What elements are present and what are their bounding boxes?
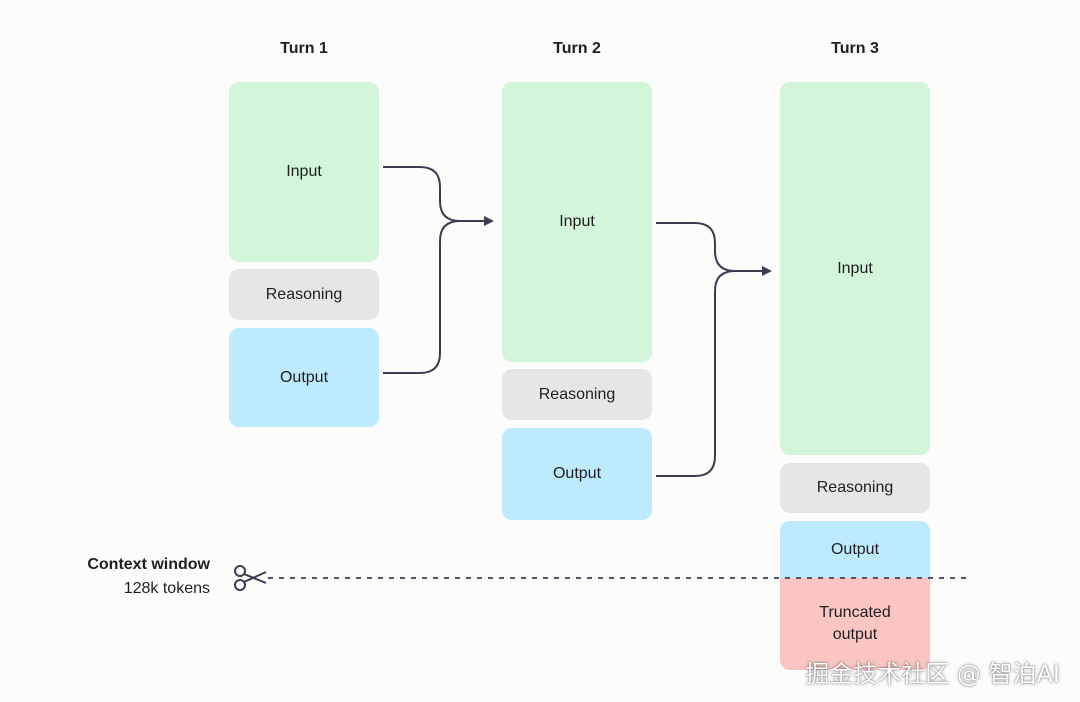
turn-1-reasoning-block: Reasoning xyxy=(229,269,379,320)
connector-turn1-input xyxy=(383,166,494,226)
turn-1-output-label: Output xyxy=(279,368,329,386)
turn-2-reasoning-block: Reasoning xyxy=(502,369,652,420)
turn-1-input-label: Input xyxy=(286,163,322,180)
turn-3-title: Turn 3 xyxy=(831,40,879,57)
turn-2-input-block: Input xyxy=(502,82,652,362)
turn-2-reasoning-label: Reasoning xyxy=(538,385,616,403)
turn-2-title: Turn 2 xyxy=(553,40,601,57)
turn-1-output-block: Output xyxy=(229,328,379,427)
turn-2-output-block: Output xyxy=(502,428,652,520)
turn-1-title: Turn 1 xyxy=(280,40,328,57)
turn-2-input-label: Input xyxy=(559,213,595,230)
connector-turn2-input xyxy=(656,222,772,276)
turn-3-reasoning-label: Reasoning xyxy=(816,479,894,496)
context-window-tokens: 128k tokens xyxy=(123,580,210,597)
turn-3-input-block: Input xyxy=(780,82,930,455)
turn-3-reasoning-block: Reasoning xyxy=(780,463,930,513)
turn-1-reasoning-label: Reasoning xyxy=(265,285,343,303)
scissors-icon xyxy=(234,565,267,591)
turn-3-input-label: Input xyxy=(837,259,873,277)
watermark-text: 掘金技术社区 @ 智泊AI xyxy=(805,660,1060,688)
turn-2-output-label: Output xyxy=(552,465,602,482)
connector-turn2-output xyxy=(656,270,736,477)
turn-1-input-block: Input xyxy=(229,82,379,262)
turn-3-truncated-output-label: Truncated output xyxy=(819,604,891,643)
connector-turn1-output xyxy=(383,220,461,374)
turn-3-truncated-output-block: Truncated output xyxy=(780,578,930,670)
context-window-label: Context window xyxy=(87,556,210,573)
turn-3-output-block: Output xyxy=(780,521,930,578)
turn-3-output-label: Output xyxy=(830,540,880,558)
